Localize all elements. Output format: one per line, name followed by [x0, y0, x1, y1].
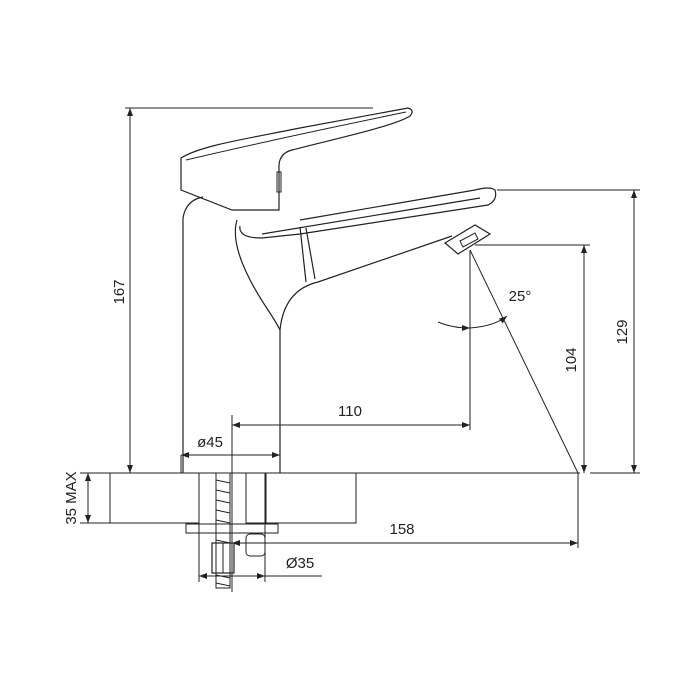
- dim-label: ø45: [197, 434, 223, 451]
- dim-label: 158: [389, 521, 414, 538]
- dim-spray-angle: 25°: [437, 288, 532, 331]
- dim-label: 129: [614, 319, 631, 344]
- dim-max-counter-thickness: 35 MAX: [63, 471, 91, 525]
- dim-label: 167: [111, 279, 128, 304]
- countertop: [80, 472, 580, 524]
- dim-label: 35 MAX: [63, 471, 80, 524]
- spout: [239, 187, 497, 283]
- dim-label: 104: [563, 347, 580, 372]
- dim-spout-top-height: 129: [497, 189, 640, 474]
- supply-hose: [245, 472, 266, 557]
- dim-label: 110: [338, 403, 362, 420]
- lever-handle: [180, 107, 413, 211]
- dim-label: Ø35: [286, 555, 314, 572]
- spray-angle-line: [469, 249, 579, 474]
- dim-label: 25°: [509, 288, 532, 305]
- faucet-body: [182, 196, 453, 473]
- dim-base-diameter: ø45: [180, 434, 281, 473]
- dim-spout-outlet-height: 104: [475, 244, 590, 473]
- dim-total-depth: 158: [232, 473, 579, 548]
- dim-spout-reach: 110: [232, 403, 470, 428]
- dim-total-height: 167: [111, 107, 373, 473]
- dim-hole-diameter: Ø35: [198, 523, 322, 582]
